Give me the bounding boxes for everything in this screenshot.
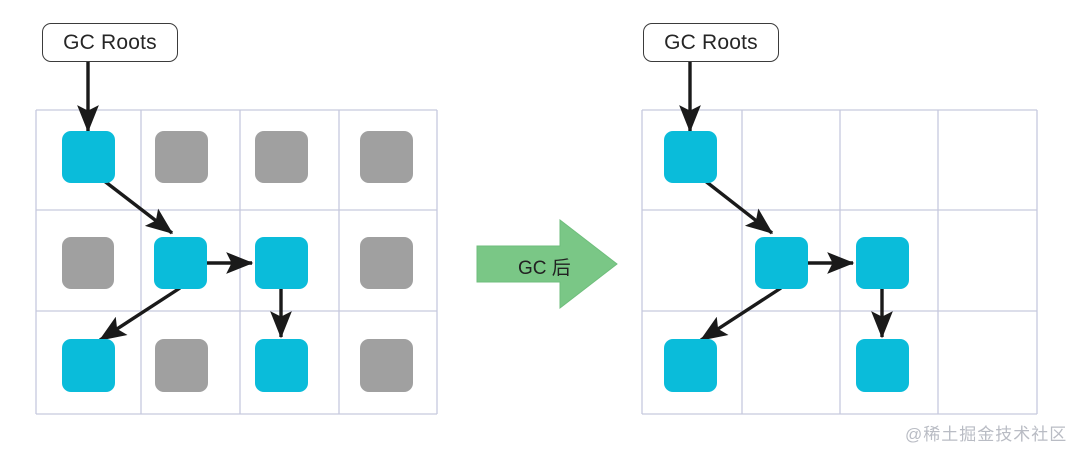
object-node-garbage[interactable] — [360, 131, 413, 183]
object-node-reachable[interactable] — [255, 237, 308, 289]
gc-transition-arrow — [476, 218, 618, 310]
gc-transition-label: GC 后 — [518, 258, 571, 279]
object-node-reachable[interactable] — [154, 237, 207, 289]
arrow-r0c0-to-r1c1 — [101, 178, 174, 235]
gc-roots-label: GC Roots — [63, 30, 157, 54]
object-node-garbage[interactable] — [62, 237, 114, 289]
object-node-garbage[interactable] — [255, 131, 308, 183]
object-node-garbage[interactable] — [155, 339, 208, 392]
gc-roots-box-before[interactable]: GC Roots — [42, 23, 178, 62]
object-node-reachable[interactable] — [856, 339, 909, 392]
arrow-r1c1-to-r2c0 — [98, 286, 181, 342]
object-node-reachable[interactable] — [664, 339, 717, 392]
object-node-garbage[interactable] — [360, 237, 413, 289]
gc-roots-label: GC Roots — [664, 30, 758, 54]
object-node-garbage[interactable] — [155, 131, 208, 183]
object-node-garbage[interactable] — [360, 339, 413, 392]
after-gc-reference-arrows — [679, 62, 893, 342]
arrow-r0c0-to-r1c1 — [702, 178, 774, 235]
before-gc-grid — [35, 109, 438, 415]
arrow-r1c1-to-r2c0 — [699, 286, 782, 342]
gc-roots-box-after[interactable]: GC Roots — [643, 23, 779, 62]
object-node-reachable[interactable] — [62, 131, 115, 183]
before-gc-reference-arrows — [77, 62, 292, 342]
watermark: @稀土掘金技术社区 — [905, 425, 1068, 444]
object-node-reachable[interactable] — [664, 131, 717, 183]
object-node-reachable[interactable] — [62, 339, 115, 392]
after-gc-grid — [641, 109, 1038, 415]
object-node-reachable[interactable] — [255, 339, 308, 392]
object-node-reachable[interactable] — [755, 237, 808, 289]
object-node-reachable[interactable] — [856, 237, 909, 289]
